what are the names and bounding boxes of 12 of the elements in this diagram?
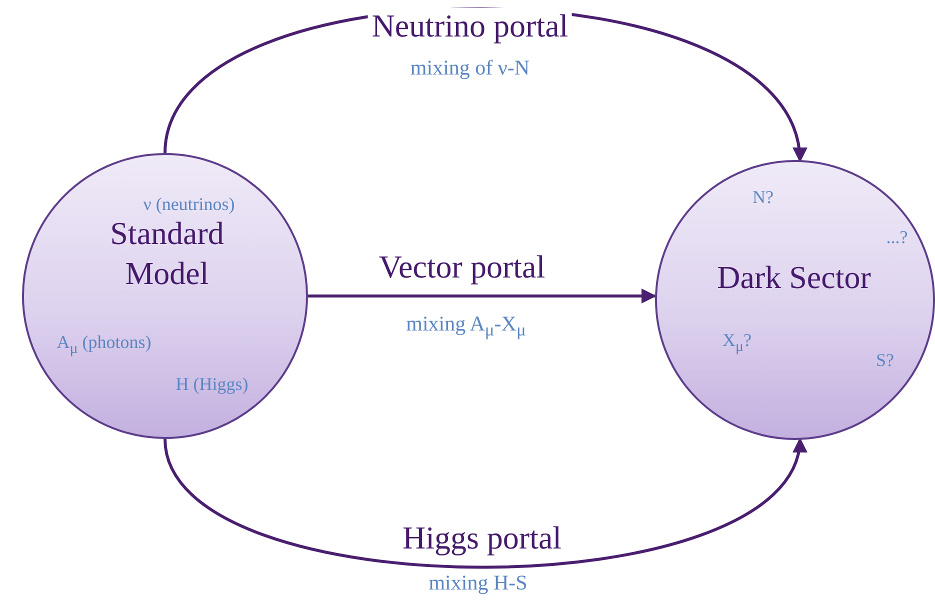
arrow <box>308 288 656 304</box>
particle-label: A$_{μ}$ (photons) <box>56 332 152 358</box>
particle-label: X$_{μ}$? <box>722 330 752 356</box>
particle-label: ...? <box>886 227 908 249</box>
mixing-note: mixing H-S <box>428 570 528 596</box>
particle-label: ν (neutrinos) <box>143 194 235 216</box>
mixing-note: mixing A$_{μ}$-X$_{μ}$ <box>406 311 526 341</box>
node-title: Standard Model <box>109 214 225 293</box>
particle-label: N? <box>752 187 774 209</box>
particle-label: H (Higgs) <box>176 374 248 396</box>
node-title: Dark Sector <box>716 258 872 297</box>
particle-label: S? <box>876 350 894 372</box>
